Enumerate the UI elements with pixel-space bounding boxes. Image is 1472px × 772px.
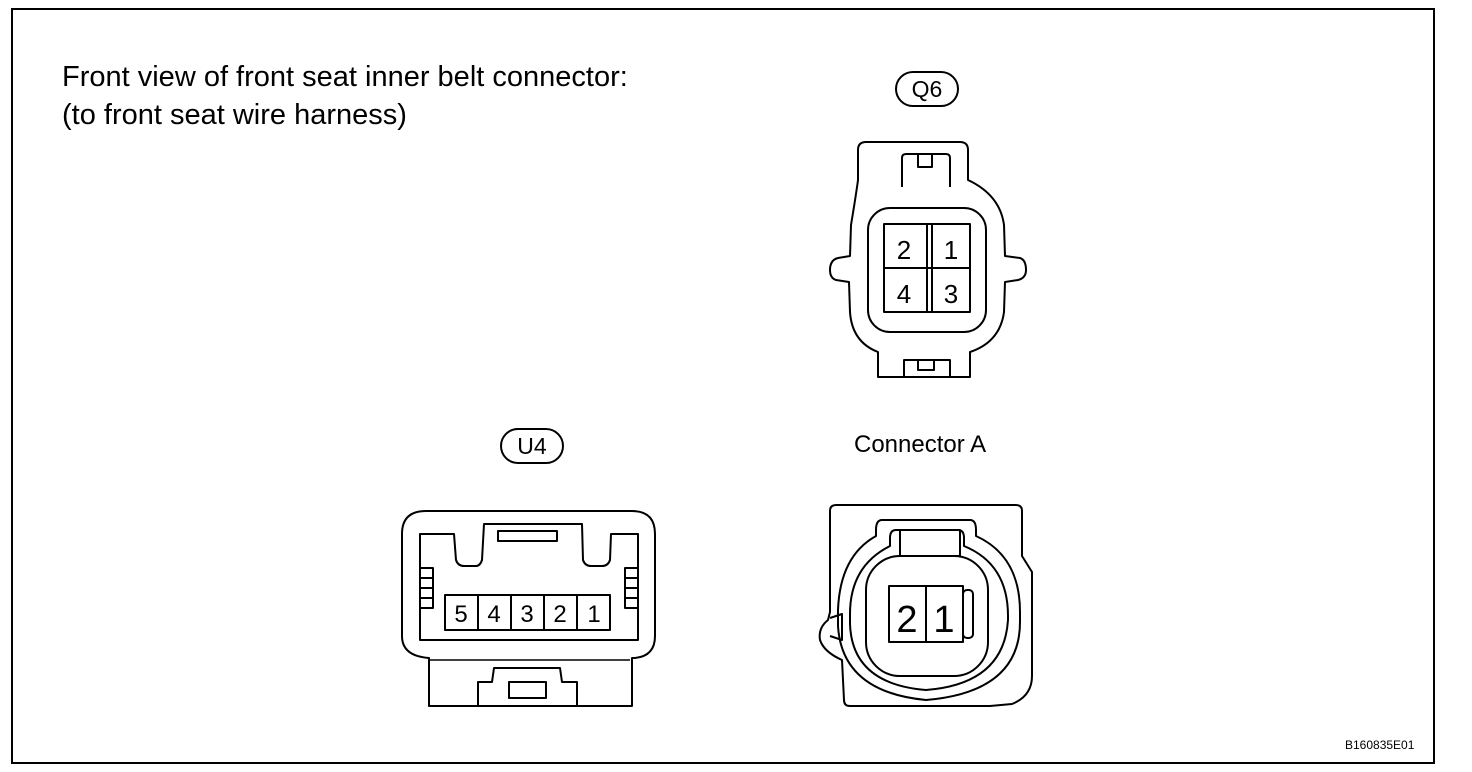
u4-pin-label: 2 bbox=[553, 601, 566, 628]
q6-connector-drawing: 2 1 4 3 bbox=[829, 141, 1027, 378]
q6-pin-label: 3 bbox=[944, 279, 958, 309]
q6-inner-border bbox=[867, 207, 987, 333]
u4-pin-block bbox=[444, 594, 611, 631]
q6-top-latch bbox=[901, 153, 951, 187]
u4-pin-label: 3 bbox=[520, 601, 533, 628]
connector-a-left-notch bbox=[829, 613, 843, 641]
u4-bottom-notch bbox=[508, 681, 547, 699]
connector-a-middle-ring bbox=[849, 529, 1009, 691]
connector-a-top-latch bbox=[899, 529, 961, 557]
figure-id: B160835E01 bbox=[1345, 738, 1415, 752]
u4-body-outline bbox=[401, 510, 656, 707]
u4-connector-label: U4 bbox=[500, 428, 564, 464]
q6-connector-label: Q6 bbox=[895, 71, 959, 107]
q6-pin-label: 2 bbox=[897, 235, 911, 265]
connector-a-inner-window bbox=[865, 555, 989, 677]
connector-a-title: Connector A bbox=[854, 431, 987, 458]
diagram-title-line-1: Front view of front seat inner belt conn… bbox=[62, 61, 628, 93]
diagram-title-line-2: (to front seat wire harness) bbox=[62, 99, 407, 131]
connector-a-pin-label: 2 bbox=[896, 599, 917, 641]
connector-a-outer-ring bbox=[837, 519, 1021, 701]
connector-a-key bbox=[962, 589, 974, 639]
connector-a-housing bbox=[818, 504, 1033, 707]
u4-pin-label: 5 bbox=[454, 601, 467, 628]
connector-a-pin-label: 1 bbox=[933, 599, 954, 641]
u4-pin-label: 1 bbox=[587, 601, 600, 628]
q6-bottom-tab bbox=[903, 359, 951, 377]
u4-bottom-latch bbox=[477, 667, 578, 706]
u4-connector-drawing: 5 4 3 2 1 bbox=[401, 510, 656, 707]
u4-pin-label: 4 bbox=[487, 601, 500, 628]
q6-bottom-notch bbox=[917, 359, 935, 371]
q6-body-outline bbox=[829, 141, 1027, 378]
q6-pin-label: 1 bbox=[944, 235, 958, 265]
u4-inner-outline bbox=[419, 523, 639, 641]
q6-latch-notch bbox=[917, 153, 933, 168]
u4-side-ribs-left bbox=[420, 567, 434, 609]
u4-top-latch bbox=[497, 530, 558, 542]
diagram-frame bbox=[11, 8, 1435, 764]
connector-a-drawing: 2 1 bbox=[818, 504, 1033, 707]
u4-side-ribs-right bbox=[624, 567, 638, 609]
q6-pin-label: 4 bbox=[897, 279, 911, 309]
